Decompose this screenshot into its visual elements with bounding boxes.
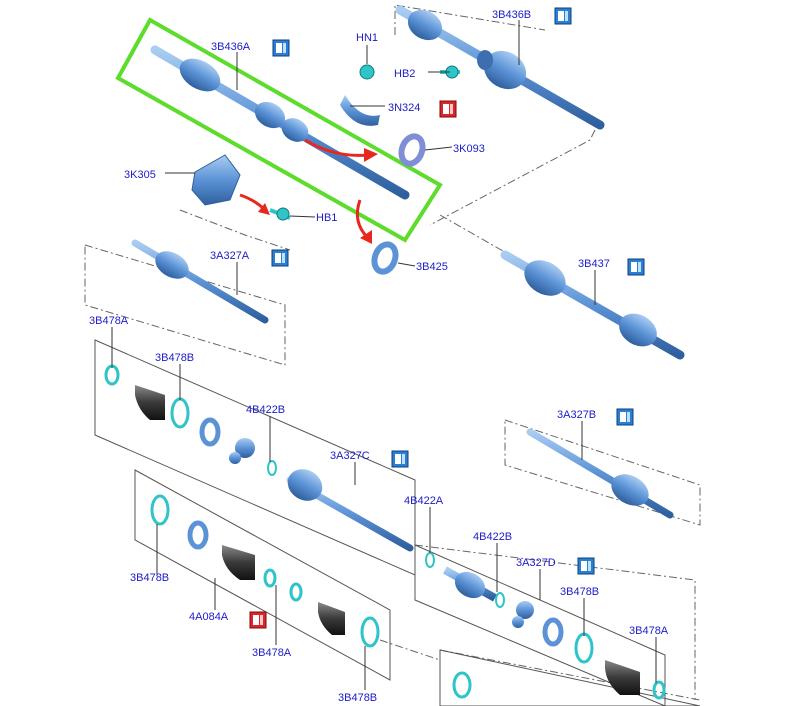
book-warning-icon[interactable] xyxy=(439,100,457,118)
label-3a327c[interactable]: 3A327C xyxy=(330,450,370,462)
label-3n324[interactable]: 3N324 xyxy=(388,102,420,114)
book-warning-icon[interactable] xyxy=(249,611,267,629)
label-3b436b[interactable]: 3B436B xyxy=(492,9,531,21)
ring-4b422b-1[interactable] xyxy=(267,460,277,476)
label-3a327d[interactable]: 3A327D xyxy=(516,557,556,569)
label-3b478a-1[interactable]: 3B478A xyxy=(89,315,129,327)
label-hb1[interactable]: HB1 xyxy=(316,212,337,224)
label-3a327a[interactable]: 3A327A xyxy=(210,250,250,262)
seal-3b425[interactable] xyxy=(371,241,399,275)
book-info-icon[interactable] xyxy=(616,408,634,426)
clip-3n324[interactable] xyxy=(340,95,380,126)
collar-1[interactable] xyxy=(199,417,221,447)
nut-hn1[interactable] xyxy=(359,45,375,80)
label-4a084a[interactable]: 4A084A xyxy=(189,611,229,623)
seal-3k093[interactable] xyxy=(398,133,426,167)
tripod-2[interactable] xyxy=(512,601,534,628)
label-hb2[interactable]: HB2 xyxy=(394,68,415,80)
housing-4b422b-2[interactable] xyxy=(443,566,497,604)
ring-4a084a-a[interactable] xyxy=(263,568,277,588)
ring-4b422a[interactable] xyxy=(425,552,435,568)
book-info-icon[interactable] xyxy=(627,258,645,276)
label-3b437[interactable]: 3B437 xyxy=(578,258,610,270)
ring-4b422b-2[interactable] xyxy=(495,592,505,608)
label-3b478a-2[interactable]: 3B478A xyxy=(629,625,669,637)
book-info-icon[interactable] xyxy=(271,249,289,267)
axle-3b436b[interactable] xyxy=(395,4,605,130)
label-4b422a[interactable]: 4B422A xyxy=(404,495,444,507)
construction-lines xyxy=(84,4,701,701)
bolt-hb1[interactable] xyxy=(269,207,291,221)
label-3b478b-4[interactable]: 3B478B xyxy=(338,692,377,704)
ring-bottom[interactable] xyxy=(452,671,472,699)
book-info-icon[interactable] xyxy=(272,39,290,57)
book-info-icon[interactable] xyxy=(554,7,572,25)
label-4b422b-2[interactable]: 4B422B xyxy=(473,531,512,543)
tripod-1[interactable] xyxy=(229,438,255,464)
ring-3b478b-4[interactable] xyxy=(360,616,380,648)
boot-4[interactable] xyxy=(318,602,345,635)
label-4b422b-1[interactable]: 4B422B xyxy=(246,404,285,416)
book-info-icon[interactable] xyxy=(391,450,409,468)
selection-highlight xyxy=(115,17,443,243)
assembly-frames xyxy=(94,339,701,706)
boot-1[interactable] xyxy=(135,385,165,420)
label-3k305[interactable]: 3K305 xyxy=(124,169,156,181)
label-3b478b-3[interactable]: 3B478B xyxy=(130,572,169,584)
collar-3[interactable] xyxy=(187,520,209,550)
label-hn1[interactable]: HN1 xyxy=(356,32,378,44)
label-3b478b-2[interactable]: 3B478B xyxy=(560,586,599,598)
ring-3b478a-2[interactable] xyxy=(652,680,666,700)
bracket-3k305[interactable] xyxy=(191,154,241,206)
ring-4a084a-b[interactable] xyxy=(289,582,303,602)
ring-3b478a-1[interactable] xyxy=(104,364,120,386)
ring-3b478b-1[interactable] xyxy=(170,397,190,429)
boot-3[interactable] xyxy=(222,545,255,580)
shaft-3a327a[interactable] xyxy=(131,239,269,324)
axle-3b436a[interactable] xyxy=(150,45,410,200)
callout-labels: 3B436A 3B436B HN1 HB2 3N324 3K093 3K305 … xyxy=(89,9,669,704)
shaft-3a327b[interactable] xyxy=(526,428,674,519)
collar-2[interactable] xyxy=(542,617,564,647)
arrow-heads xyxy=(258,148,378,244)
label-3b425[interactable]: 3B425 xyxy=(416,261,448,273)
direction-arrows xyxy=(239,138,370,240)
leader-lines xyxy=(111,20,657,690)
shaft-3a327c[interactable] xyxy=(282,463,414,552)
axle-3b437[interactable] xyxy=(500,250,685,360)
boot-2[interactable] xyxy=(605,660,640,695)
label-3b436a[interactable]: 3B436A xyxy=(211,41,251,53)
ring-3b478b-3[interactable] xyxy=(150,494,170,526)
label-3b478b-1[interactable]: 3B478B xyxy=(155,352,194,364)
label-3k093[interactable]: 3K093 xyxy=(453,143,485,155)
ring-3b478b-2[interactable] xyxy=(574,632,594,664)
book-info-icon[interactable] xyxy=(577,557,595,575)
label-3b478a-3[interactable]: 3B478A xyxy=(252,647,292,659)
info-icons xyxy=(249,7,645,629)
label-3a327b[interactable]: 3A327B xyxy=(557,409,596,421)
